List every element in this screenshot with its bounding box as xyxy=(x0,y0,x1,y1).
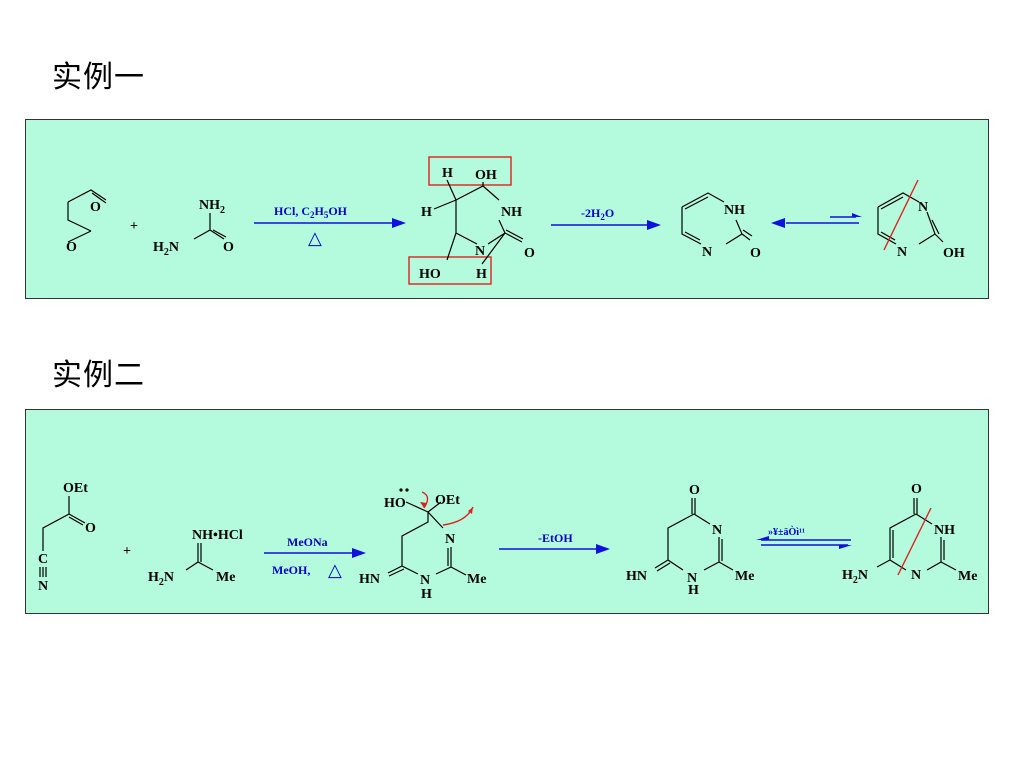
svg-text:Me: Me xyxy=(467,572,486,587)
svg-text:O: O xyxy=(750,246,761,261)
acetamidine-hydrochloride: NH•HCl H2N Me xyxy=(148,528,243,588)
dihydropyrimidinone-product: O N HN N H Me xyxy=(626,483,754,598)
svg-text:NH: NH xyxy=(724,203,745,218)
svg-text:N: N xyxy=(918,200,928,215)
svg-text:N: N xyxy=(420,573,430,588)
svg-text:OH: OH xyxy=(943,246,965,261)
dialdehyde-o1: O xyxy=(90,200,101,215)
svg-text:H: H xyxy=(421,587,432,602)
svg-text:HN: HN xyxy=(626,569,647,584)
reaction-arrow-1: HCl, C2H5OH △ xyxy=(254,204,406,248)
svg-text:O: O xyxy=(911,482,922,497)
plus-sign-2: + xyxy=(123,544,131,559)
tetrahydro-intermediate: H OH H NH N O HO H xyxy=(408,156,535,285)
svg-text:NH•HCl: NH•HCl xyxy=(192,528,243,543)
aminopyrimidinone-tautomer: O NH H2N N Me xyxy=(842,482,977,586)
svg-text:HO: HO xyxy=(419,267,441,282)
svg-text:H: H xyxy=(476,267,487,282)
svg-text:N: N xyxy=(687,571,697,586)
scheme-1-diagram: O O + NH2 H2N O HCl, C2H5OH △ H OH H NH … xyxy=(66,156,965,285)
svg-text:N: N xyxy=(38,579,48,594)
svg-text:HN: HN xyxy=(359,572,380,587)
svg-text:Me: Me xyxy=(216,570,235,585)
dialdehyde-o2: O xyxy=(66,240,77,255)
svg-text:MeONa: MeONa xyxy=(287,535,328,549)
equilibrium-arrows-2: »¥±äÒì¹¹ xyxy=(756,526,852,549)
svg-text:NH2: NH2 xyxy=(199,198,225,216)
svg-text:N: N xyxy=(445,532,455,547)
scheme-1-panel: O O + NH2 H2N O HCl, C2H5OH △ H OH H NH … xyxy=(25,119,989,299)
svg-text:N: N xyxy=(712,523,722,538)
reaction-arrow-4: -EtOH xyxy=(499,531,610,554)
equilibrium-arrows-1 xyxy=(771,213,862,228)
svg-text:H2N: H2N xyxy=(148,570,174,588)
svg-text:OEt: OEt xyxy=(435,493,460,508)
svg-text:HCl, C2H5OH: HCl, C2H5OH xyxy=(274,204,348,220)
svg-text:MeOH,: MeOH, xyxy=(272,563,310,577)
svg-text:N: N xyxy=(702,245,712,260)
svg-text:O: O xyxy=(524,246,535,261)
svg-text:H2N: H2N xyxy=(153,240,179,258)
svg-text:OEt: OEt xyxy=(63,481,88,496)
reaction-arrow-2: -2H2O xyxy=(551,206,661,230)
hydroxypyrimidine-tautomer: N N OH xyxy=(877,179,965,261)
svg-text:H: H xyxy=(688,583,699,598)
dialdehyde-molecule: O O xyxy=(66,189,107,255)
reaction-arrow-3: MeONa MeOH, △ xyxy=(264,535,366,580)
urea-molecule: NH2 H2N O xyxy=(153,198,234,258)
svg-text:N: N xyxy=(475,244,485,259)
svg-text:O: O xyxy=(223,240,234,255)
svg-text:Me: Me xyxy=(958,569,977,584)
scheme-2-panel: OEt O C N + NH•HCl H2N Me MeONa MeOH, △ … xyxy=(25,409,989,614)
example-1-title: 实例一 xyxy=(52,60,145,95)
svg-text:H: H xyxy=(421,205,432,220)
svg-text:H2N: H2N xyxy=(842,568,868,586)
svg-text:HO: HO xyxy=(384,496,406,511)
svg-text:OH: OH xyxy=(475,168,497,183)
svg-text:C: C xyxy=(38,552,48,567)
svg-text:△: △ xyxy=(328,560,342,580)
svg-text:N: N xyxy=(911,568,921,583)
svg-text:O: O xyxy=(85,521,96,536)
plus-sign-1: + xyxy=(130,219,138,234)
pyrimidinone-product: NH N O xyxy=(681,192,761,261)
svg-text:NH: NH xyxy=(934,523,955,538)
svg-text:N: N xyxy=(897,245,907,260)
cyanoacetate-molecule: OEt O C N xyxy=(38,481,96,594)
svg-text:H: H xyxy=(442,166,453,181)
svg-text:-EtOH: -EtOH xyxy=(538,531,573,545)
example-2-title: 实例二 xyxy=(52,358,145,393)
hemiketal-intermediate: HO OEt N HN N H Me xyxy=(359,488,486,602)
svg-text:Me: Me xyxy=(735,569,754,584)
svg-text:O: O xyxy=(689,483,700,498)
svg-text:-2H2O: -2H2O xyxy=(581,206,614,222)
svg-text:NH: NH xyxy=(501,205,522,220)
tautomerism-label: »¥±äÒì¹¹ xyxy=(768,526,805,538)
svg-text:△: △ xyxy=(308,228,322,248)
scheme-2-diagram: OEt O C N + NH•HCl H2N Me MeONa MeOH, △ … xyxy=(38,481,977,602)
